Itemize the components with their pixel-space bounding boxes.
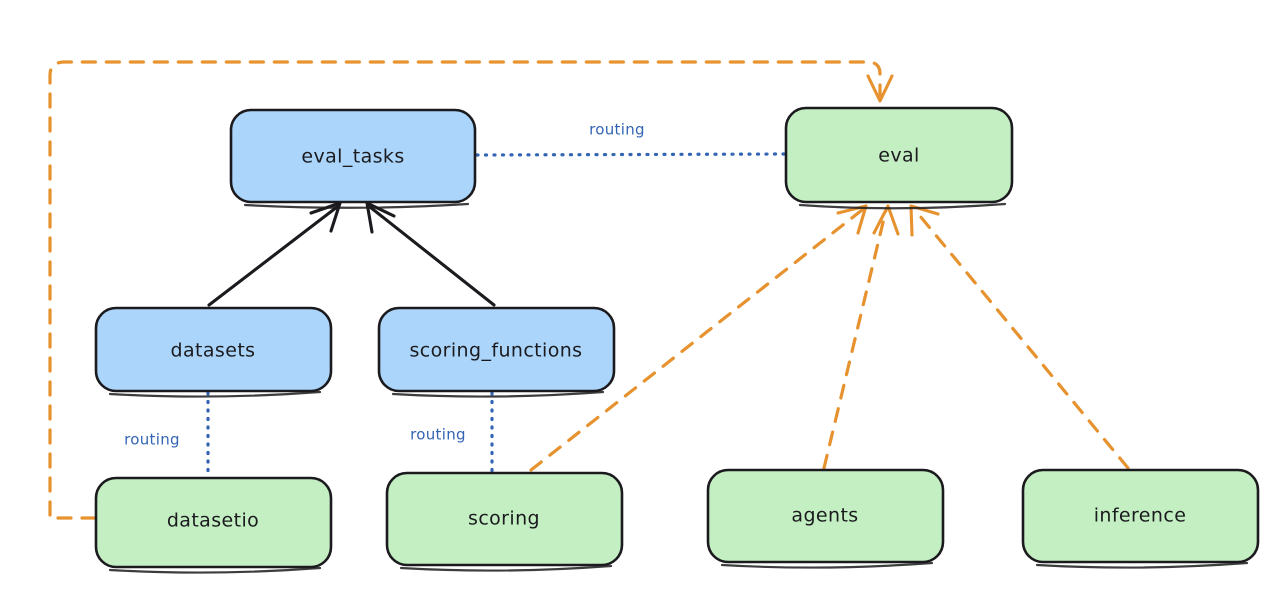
edge-label-routing-eval: routing xyxy=(589,121,645,139)
edge-scoring-eval[interactable] xyxy=(529,204,868,472)
node-agents[interactable]: agents xyxy=(706,468,945,569)
node-label-eval: eval xyxy=(878,145,919,167)
edge-label-routing-datasetio: routing xyxy=(124,431,180,449)
node-eval-tasks[interactable]: eval_tasks xyxy=(229,108,477,209)
node-label-datasetio: datasetio xyxy=(167,510,259,532)
node-datasets[interactable]: datasets xyxy=(94,306,333,398)
edge-datasetio-eval[interactable] xyxy=(48,60,894,520)
edge-inference-eval[interactable] xyxy=(909,204,1130,470)
node-datasetio[interactable]: datasetio xyxy=(94,476,333,574)
node-label-datasets: datasets xyxy=(171,340,256,362)
node-label-scoring-functions: scoring_functions xyxy=(410,340,583,362)
node-scoring[interactable]: scoring xyxy=(385,471,624,572)
node-label-eval-tasks: eval_tasks xyxy=(301,146,404,168)
node-label-scoring: scoring xyxy=(468,508,540,530)
node-label-inference: inference xyxy=(1094,505,1187,527)
node-label-agents: agents xyxy=(791,505,858,527)
node-inference[interactable]: inference xyxy=(1021,468,1260,569)
nodes-layer: eval_tasks eval datasets scoring_functio… xyxy=(94,106,1260,574)
edges-layer xyxy=(48,60,1130,520)
edge-labels-layer: routing routing routing xyxy=(124,121,645,449)
edge-datasets-eval-tasks[interactable] xyxy=(207,201,342,307)
edge-label-routing-scoring: routing xyxy=(410,426,466,444)
node-eval[interactable]: eval xyxy=(784,106,1014,210)
edge-eval-tasks-eval[interactable] xyxy=(475,152,786,157)
node-scoring-functions[interactable]: scoring_functions xyxy=(377,306,616,398)
edge-agents-eval[interactable] xyxy=(822,204,900,470)
edge-scoring-functions-eval-tasks[interactable] xyxy=(365,201,496,307)
